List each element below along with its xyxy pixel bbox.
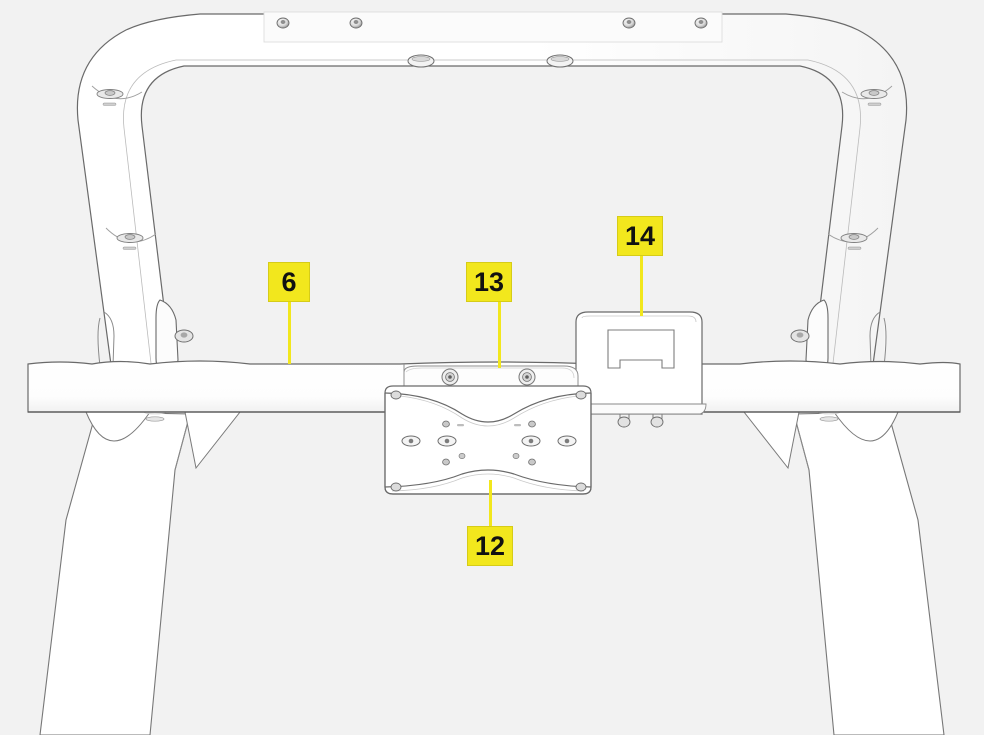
right-hinge — [790, 299, 887, 375]
leader-line-13 — [498, 302, 501, 368]
right-post-fastener-upper — [841, 85, 893, 106]
hoop-top-fasteners — [407, 54, 574, 68]
callout-13-label: 13 — [473, 266, 505, 297]
upper-plate-fastener-left — [441, 368, 459, 386]
callout-14-label: 14 — [624, 220, 656, 251]
lower-centre-plate — [384, 385, 592, 495]
trim-fastener — [349, 17, 363, 29]
right-post-fastener-lower — [827, 227, 879, 250]
roll-bar-hoop — [76, 13, 908, 373]
trim-fastener — [276, 17, 290, 29]
right-gusset — [742, 411, 899, 470]
plate-stud-detail — [442, 420, 466, 466]
callout-13[interactable]: 13 — [466, 262, 512, 302]
upper-plate-fastener-right — [518, 368, 536, 386]
leader-line-14 — [640, 256, 643, 316]
plate-corner-fastener — [575, 482, 587, 492]
plate-corner-fastener — [575, 390, 587, 400]
callout-14[interactable]: 14 — [617, 216, 663, 256]
callout-12-label: 12 — [474, 530, 506, 561]
leader-line-6 — [288, 302, 291, 364]
plate-stud-detail — [512, 420, 536, 466]
plate-corner-fastener — [390, 482, 402, 492]
left-post-fastener-lower — [105, 227, 157, 250]
trim-fastener — [694, 17, 708, 29]
callout-6-label: 6 — [281, 266, 297, 297]
plate-corner-fastener — [390, 390, 402, 400]
trim-fastener — [622, 17, 636, 29]
left-support-leg — [39, 411, 191, 735]
top-trim-strip — [263, 11, 723, 43]
callout-6[interactable]: 6 — [268, 262, 310, 302]
plate-mounting-hole — [557, 435, 577, 447]
right-support-leg — [793, 411, 945, 735]
plate-mounting-hole — [401, 435, 421, 447]
left-gusset — [85, 411, 242, 470]
leader-line-12 — [489, 480, 492, 526]
plate-mounting-hole — [437, 435, 457, 447]
callout-12[interactable]: 12 — [467, 526, 513, 566]
plate-mounting-hole — [521, 435, 541, 447]
left-hinge — [97, 299, 194, 375]
left-post-fastener-upper — [91, 85, 143, 106]
